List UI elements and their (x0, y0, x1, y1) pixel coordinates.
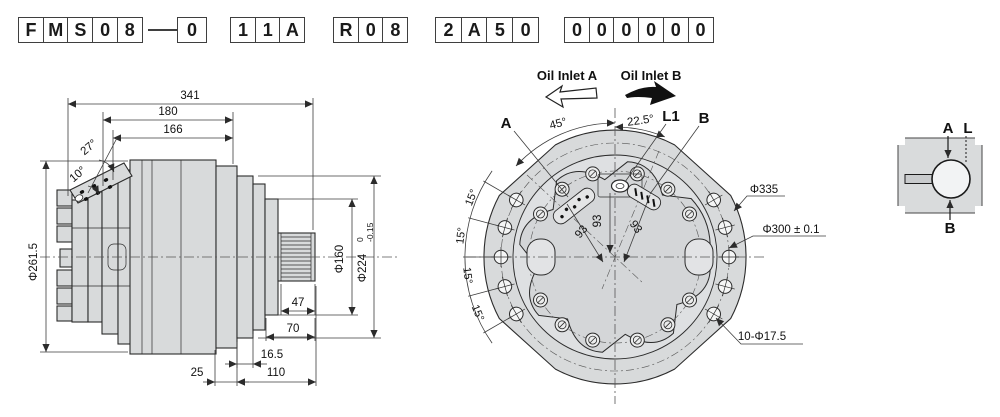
mounting-holes (491, 191, 739, 323)
dim-45deg: 45° (548, 116, 568, 132)
oil-inlet-a-label: Oil Inlet A (537, 68, 598, 83)
dim-27deg: 27° (79, 138, 100, 158)
code-char: 0 (177, 17, 207, 43)
diameter-callouts: Φ335 Φ300 ± 0.1 10-Φ17.5 (715, 184, 826, 345)
schematic-a-label: A (943, 120, 954, 137)
code-char: 8 (382, 17, 409, 43)
schematic-b-label: B (945, 220, 956, 237)
oil-inlet-b-label: Oil Inlet B (621, 68, 682, 83)
code-group-fms08: F M S 0 8 (18, 17, 143, 43)
code-group-0: 0 (177, 17, 207, 43)
dim-15deg: 15° (469, 303, 486, 323)
oil-inlet-a-arrow-icon (544, 84, 598, 109)
code-char: 8 (116, 17, 143, 43)
front-view-body (466, 108, 764, 404)
port-labels: A L1 B (501, 108, 710, 198)
code-char: 0 (662, 17, 689, 43)
valve-flange (69, 162, 133, 204)
code-char: 1 (230, 17, 256, 43)
code-connector-line (148, 29, 177, 31)
code-char: F (18, 17, 44, 43)
dim-dia261: Φ261.5 (28, 243, 40, 281)
dim-holes-10x17-5: 10-Φ17.5 (738, 331, 786, 343)
code-char: 0 (357, 17, 384, 43)
dim-15deg: 15° (454, 227, 468, 245)
code-char: 0 (687, 17, 714, 43)
schematic-l-label: L (963, 120, 972, 137)
port-b-passage (626, 183, 662, 211)
oil-inlet-annotations: Oil Inlet A Oil Inlet B (537, 68, 682, 109)
dim-47: 47 (292, 297, 305, 309)
port-l1-label: L1 (662, 108, 680, 125)
code-char: R (333, 17, 359, 43)
code-char: 0 (512, 17, 540, 43)
code-char: 0 (564, 17, 590, 43)
code-char: 0 (613, 17, 640, 43)
code-group-11a: 1 1 A (230, 17, 306, 43)
dim-25: 25 (191, 367, 204, 379)
dim-dia160: Φ160 (334, 245, 346, 273)
code-group-r08: R 0 8 (333, 17, 409, 43)
code-group-2a50: 2 A 5 0 (435, 17, 540, 43)
dim-166: 166 (163, 124, 182, 136)
port-l1-oval (610, 179, 630, 193)
dim-70: 70 (287, 323, 300, 335)
angle-dims: 45° 22.5° (515, 113, 665, 167)
code-char: 2 (435, 17, 462, 43)
dim-dia224: Φ224 (357, 253, 369, 282)
port-b-label: B (699, 110, 710, 127)
angle-ticks-15deg: 15° 15° 15° 15° (454, 170, 511, 344)
schematic-motor-circle (931, 159, 971, 199)
side-view-dimensions: 341 180 166 27° 10° Φ261. (28, 90, 381, 386)
dim-dia224-tol-upper: 0 (355, 237, 365, 242)
dim-15deg: 15° (463, 188, 480, 208)
front-view: 15° 15° 15° 15° (454, 68, 826, 404)
dim-180: 180 (158, 106, 177, 118)
code-char: S (67, 17, 94, 43)
screw-ring (533, 166, 697, 348)
side-view: 341 180 166 27° 10° Φ261. (28, 90, 398, 386)
dim-16-5: 16.5 (261, 349, 283, 361)
dim-93-center: 93 (592, 215, 604, 228)
dim-dia335: Φ335 (750, 184, 778, 196)
port-a-passage (552, 187, 596, 225)
oil-inlet-b-arrow-icon (625, 81, 676, 105)
schematic-shaft-stub (904, 174, 934, 184)
dim-22-5deg: 22.5° (626, 113, 654, 129)
side-view-body (40, 159, 398, 355)
port-a-label: A (501, 115, 512, 132)
hydraulic-schematic: A L B (893, 120, 987, 237)
dim-110: 110 (267, 367, 285, 379)
code-char: A (460, 17, 488, 43)
code-group-000000: 0 0 0 0 0 0 (564, 17, 714, 43)
code-char: 0 (638, 17, 665, 43)
code-char: M (42, 17, 69, 43)
spline-shaft (277, 232, 316, 282)
dim-341: 341 (180, 90, 199, 102)
code-char: A (279, 17, 306, 43)
dim-dia224-tol-lower: -0.15 (365, 222, 375, 242)
code-char: 5 (486, 17, 514, 43)
dim-dia300: Φ300 ± 0.1 (762, 224, 819, 236)
dim-15deg: 15° (460, 267, 474, 285)
port-block (552, 173, 662, 225)
